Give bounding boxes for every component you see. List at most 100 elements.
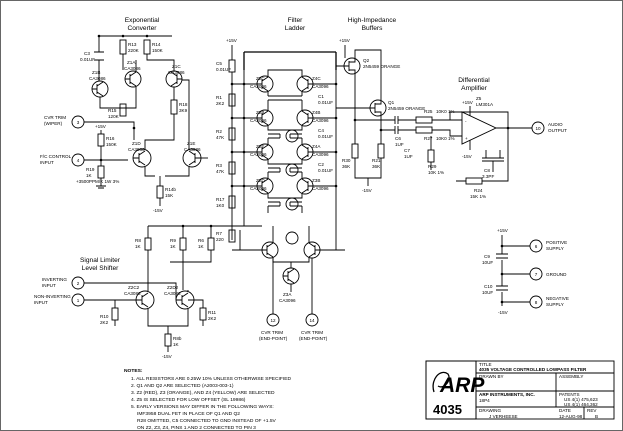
z5-minus: - [465, 119, 467, 124]
z2b-ref: Z2B [256, 110, 264, 115]
port-4-num: 4 [77, 158, 80, 163]
z2c2-ref: Z2C2 [128, 285, 140, 290]
differential-amplifier: R25 10K0 1% R27 10K0 1% - + Z5 LM301A +1… [415, 96, 567, 199]
date-label: DATE [559, 408, 571, 413]
r8b-val: 1K [173, 342, 180, 347]
c6-ref: C6 [395, 136, 401, 141]
ladder-title-line2: Ladder [285, 25, 306, 32]
z1b-val: CA3086 [89, 76, 106, 81]
port-2-num: 2 [77, 281, 80, 286]
r19-resistor [97, 165, 105, 179]
r30-val: 36K [342, 164, 351, 169]
z3a-ref: Z3A [283, 292, 292, 297]
r18-resistor [170, 99, 178, 115]
r19-ref: R19 [86, 167, 95, 172]
z2e-ref: Z2E [256, 144, 264, 149]
port-12-label2: (END-POINT) [259, 336, 288, 341]
port-7-num: 7 [535, 272, 538, 277]
z1e-ref: Z1E [187, 141, 195, 146]
company-name: ARP INSTRUMENTS, INC. [479, 392, 535, 397]
c1-val: 0.01UF [318, 100, 333, 105]
z2c-ref: Z2C [256, 76, 265, 81]
title-label: TITLE [479, 362, 492, 367]
r11-ref: R11 [208, 310, 217, 315]
r8b-resistor [164, 333, 172, 347]
z5-opamp [461, 111, 498, 145]
rail-pos-ladder: +15V [226, 38, 238, 43]
r17-val: 1K0 [216, 203, 225, 208]
buffers-title-line1: High-Impedance [348, 17, 397, 24]
model-number: 4035 [433, 402, 462, 417]
z1a-ref: Z1A [127, 60, 136, 65]
z5-ref: Z5 [476, 96, 482, 101]
r8-resistor [144, 237, 152, 251]
r4-resistor [228, 161, 236, 175]
z5-plus: + [465, 136, 468, 141]
z1a-val: CA3086 [124, 66, 141, 71]
date-value: 12-AUG-98 [559, 414, 583, 419]
r8b-ref: R8b [173, 336, 182, 341]
port-3-label2: (WIPER) [44, 121, 63, 126]
port-10 [531, 121, 545, 135]
r8-ref: R8 [135, 238, 141, 243]
port-8-num: 8 [535, 300, 538, 305]
r29-val: 10K 1% [428, 170, 444, 175]
z3b-ref: Z3B [312, 178, 320, 183]
port-6-label2: SUPPLY [546, 246, 564, 251]
z2d2-ref: Z2D2 [167, 285, 179, 290]
port-2-label2: INPUT [42, 283, 56, 288]
r10-val: 2K2 [100, 320, 109, 325]
q2-val: 2N5459 ORANGE [363, 64, 400, 69]
port-4-label2: INPUT [40, 160, 54, 165]
port-14-label2: (END-POINT) [299, 336, 328, 341]
ladder-diode-3 [285, 197, 299, 211]
c10-val: 10UF [482, 290, 493, 295]
r8-val: 1K [135, 244, 142, 249]
r1-val: 0.01UF [216, 67, 231, 72]
note-line-4: 4. Z5 IS SELECTED FOR LOW OFFSET (SL 199… [131, 397, 246, 403]
r16-val: 150K [106, 142, 118, 147]
z4a-ref: Z4A [312, 144, 321, 149]
ladder-diode-4 [285, 231, 299, 245]
c8-val: 3.3PF [482, 174, 494, 179]
r9-val: 1K [170, 244, 177, 249]
z2c2-val: CA3086 [124, 291, 141, 296]
z1b-ref: Z1B [92, 70, 100, 75]
z1c-val: CA3086 [168, 70, 185, 75]
signal-limiter: R8 1K R9 1K R6 1K 2 INVERTING INPUT 1 NO… [34, 224, 241, 359]
port-10-label1: AUDIO [548, 122, 563, 127]
z4c-val: CA3096 [312, 84, 329, 89]
c10-ref: C10 [484, 284, 493, 289]
r18-val: 3K9 [179, 108, 188, 113]
r30-ref: R30 [342, 158, 351, 163]
r14b-ref: R14b [165, 187, 176, 192]
r4-ref: R3 [216, 163, 222, 168]
rail-neg-supply: -15V [498, 310, 509, 315]
note-line-7: R28 OMITTED, C5 CONNECTED TO GND INSTEAD… [137, 418, 277, 424]
note-line-5: 5. EARLY VERSIONS MAY DIFFER IN THE FOLL… [131, 404, 274, 410]
port-7 [529, 267, 543, 281]
rail-pos-buf: +15V [339, 38, 351, 43]
r2-ref: R1 [216, 95, 222, 100]
q2-ref: Q2 [363, 58, 370, 63]
port-3-num: 3 [77, 120, 80, 125]
ladder-diode-1 [285, 129, 299, 143]
exp-title-line2: Converter [128, 25, 158, 32]
r6-val: 1K [198, 244, 205, 249]
r30-resistor [351, 143, 359, 159]
company-code: 18P4 [479, 398, 490, 403]
r9-resistor [179, 237, 187, 251]
z2d2-val: CA3086 [164, 291, 181, 296]
z1e-val: CA3086 [184, 147, 201, 152]
r27-val: 10K0 1% [436, 136, 455, 141]
r17-resistor [228, 195, 236, 209]
r25-resistor [415, 116, 433, 124]
notes-block: NOTES: 1. ALL RESISTORS ARE 0.25W 10% UN… [124, 368, 291, 431]
c4-ref: C4 [318, 128, 324, 133]
r13-resistor [119, 39, 127, 55]
filter-ladder: +15V C5 0.01UF R1 2K2 R2 47K R3 47K R17 … [216, 38, 345, 341]
port-14-label1: CVR TRIM [301, 330, 323, 335]
r24-ref: R24 [474, 188, 483, 193]
